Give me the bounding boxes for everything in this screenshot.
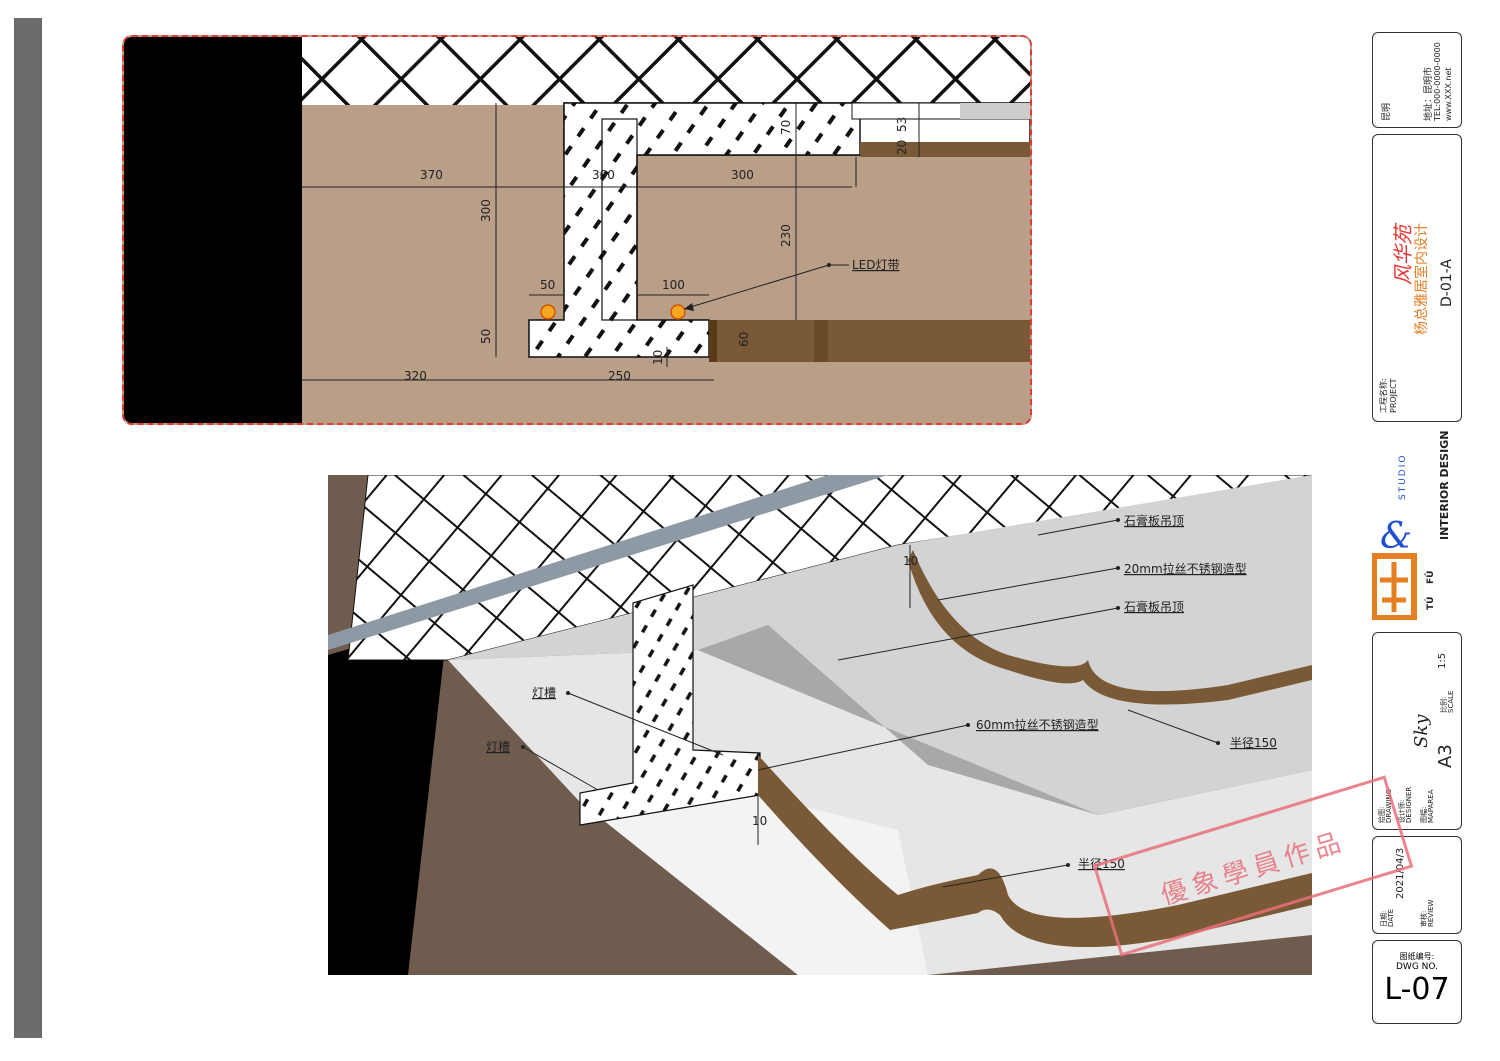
persp-dim-10b: 10 bbox=[752, 814, 767, 828]
project-label-en: PROJECT bbox=[1389, 378, 1398, 413]
tufu-logo-icon: & bbox=[1371, 516, 1417, 621]
dim-300-vertical: 300 bbox=[479, 199, 493, 222]
maparea-label-en: MAPAREA bbox=[1427, 789, 1435, 823]
persp-dim-10a: 10 bbox=[903, 554, 918, 568]
steel-strip-20 bbox=[860, 142, 1030, 157]
dim-53: 53 bbox=[895, 117, 909, 132]
project-label-cn: 工程名称: bbox=[1379, 378, 1388, 413]
svg-text:&: & bbox=[1380, 520, 1412, 557]
dim-100: 100 bbox=[662, 278, 685, 292]
section-drawing: 370 300 300 300 230 70 53 20 50 50 100 6… bbox=[124, 37, 1030, 423]
label-radius-1: 半径150 bbox=[1230, 736, 1277, 750]
crosshatch-slab bbox=[302, 37, 1030, 105]
dim-60: 60 bbox=[737, 332, 751, 347]
scale-label-en: SCALE bbox=[1447, 690, 1455, 713]
dwg-label-en: DWG NO. bbox=[1396, 962, 1438, 972]
dim-50b: 50 bbox=[479, 329, 493, 344]
dwg-label-cn: 图纸编号: bbox=[1399, 952, 1435, 961]
led-dot-2 bbox=[670, 304, 686, 320]
dim-320: 320 bbox=[404, 369, 427, 383]
dim-300a: 300 bbox=[592, 168, 615, 182]
dim-50a: 50 bbox=[540, 278, 555, 292]
dim-250: 250 bbox=[608, 369, 631, 383]
black-column bbox=[124, 37, 302, 423]
dwg-no-box: 图纸编号: DWG NO. L-07 bbox=[1372, 940, 1462, 1024]
label-gypsum-ceiling-2: 石膏板吊顶 bbox=[1124, 599, 1184, 614]
steel-strip-60 bbox=[714, 320, 1030, 362]
label-light-slot-1: 灯槽 bbox=[532, 686, 556, 700]
company-short: 昆明 bbox=[1382, 102, 1392, 121]
dim-370: 370 bbox=[420, 168, 443, 182]
project-box: 工程名称: PROJECT 风华苑 杨总雅居室内设计 D-01-A bbox=[1372, 134, 1462, 422]
dwg-no-value: L-07 bbox=[1384, 972, 1450, 1007]
dim-10: 10 bbox=[651, 350, 665, 365]
gypsum-ceiling-upper bbox=[448, 475, 1312, 815]
label-radius-2: 半径150 bbox=[1078, 857, 1125, 871]
gypsum-board-profile bbox=[528, 102, 861, 358]
sheet-left-bar bbox=[14, 18, 42, 1038]
project-name: 杨总雅居室内设计 bbox=[1414, 223, 1430, 335]
designer-label-en: DESIGNER bbox=[1405, 786, 1413, 823]
title-block: 昆明 地址：昆明市 TEL:000-0000-0000 www.XXX.net … bbox=[1368, 0, 1478, 1061]
maparea-value: A3 bbox=[1435, 744, 1456, 768]
perspective-drawing: 石膏板吊顶 20mm拉丝不锈钢造型 石膏板吊顶 灯槽 灯槽 60mm拉丝不锈钢造… bbox=[328, 475, 1312, 975]
led-dot-1 bbox=[540, 304, 556, 320]
date-box: 日期: DATE 2021/04/3 审核: REVIEW bbox=[1372, 836, 1462, 934]
company-tel: TEL:000-0000-0000 bbox=[1433, 42, 1442, 121]
date-label-en: DATE bbox=[1387, 908, 1395, 927]
drawing-info-box: 绘图: DRAWING 设计师: DESIGNER Sky 图幅: MAPARE… bbox=[1372, 632, 1462, 830]
section-detail: 370 300 300 300 230 70 53 20 50 50 100 6… bbox=[122, 35, 1032, 425]
label-steel-60mm: 60mm拉丝不锈钢造型 bbox=[976, 717, 1099, 732]
studio-text: STUDIO bbox=[1398, 453, 1408, 500]
dim-300b: 300 bbox=[731, 168, 754, 182]
drawing-code: D-01-A bbox=[1439, 259, 1455, 307]
label-gypsum-ceiling-1: 石膏板吊顶 bbox=[1124, 513, 1184, 528]
dim-70: 70 bbox=[779, 120, 793, 135]
company-web: www.XXX.net bbox=[1444, 67, 1453, 121]
black-wall bbox=[328, 620, 448, 975]
led-strip-label: LED灯带 bbox=[852, 258, 900, 272]
scale-value: 1:5 bbox=[1437, 652, 1448, 669]
interior-design-text: INTERIOR DESIGN bbox=[1438, 430, 1451, 540]
dim-230: 230 bbox=[779, 224, 793, 247]
persp-steel-60 bbox=[758, 755, 1312, 948]
dim-20: 20 bbox=[895, 140, 909, 155]
logo-sub-2: FŪ bbox=[1426, 570, 1436, 584]
logo-sub-1: TÚ bbox=[1426, 596, 1436, 610]
studio-logo: & bbox=[1371, 516, 1418, 621]
designer-name: Sky bbox=[1411, 714, 1432, 748]
perspective-view: 石膏板吊顶 20mm拉丝不锈钢造型 石膏板吊顶 灯槽 灯槽 60mm拉丝不锈钢造… bbox=[328, 475, 1312, 975]
label-steel-20mm: 20mm拉丝不锈钢造型 bbox=[1124, 561, 1247, 576]
review-label-en: REVIEW bbox=[1427, 899, 1435, 927]
label-light-slot-2: 灯槽 bbox=[486, 740, 510, 754]
persp-steel-20 bbox=[908, 550, 1312, 705]
company-box: 昆明 地址：昆明市 TEL:000-0000-0000 www.XXX.net bbox=[1372, 32, 1462, 128]
